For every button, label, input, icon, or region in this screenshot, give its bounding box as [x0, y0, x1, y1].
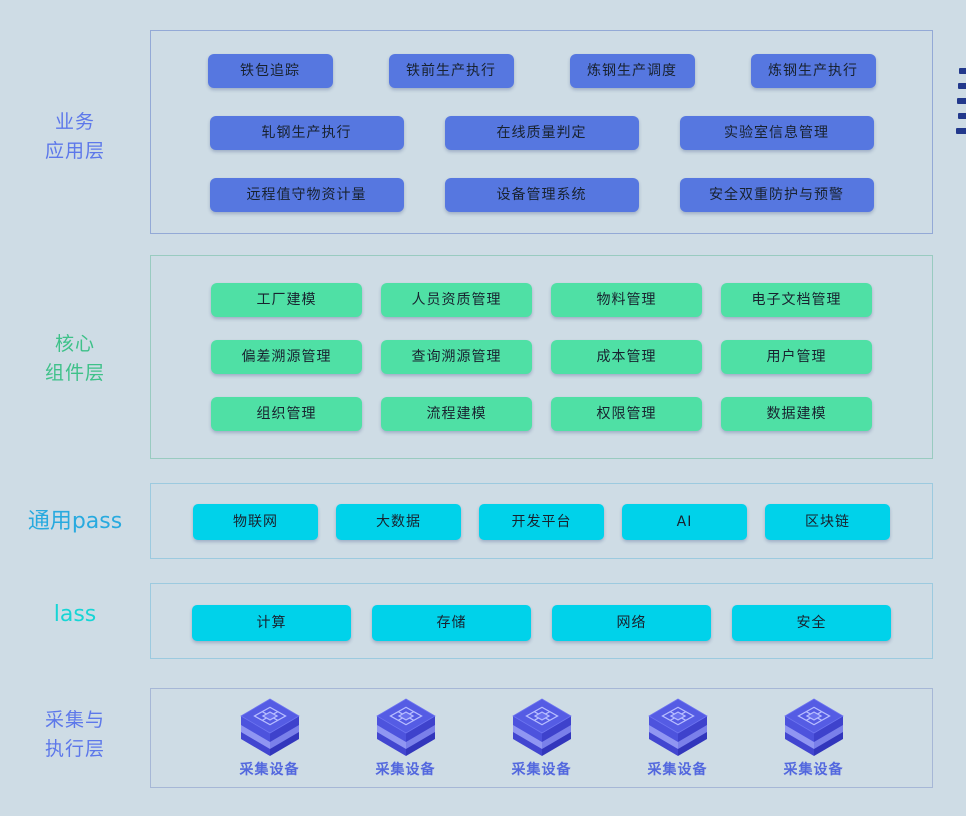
component-button[interactable]: 偏差溯源管理 — [211, 340, 362, 374]
app-button[interactable]: 轧钢生产执行 — [209, 116, 404, 150]
collect-device-cube-icon — [237, 697, 303, 757]
app-button[interactable]: 在线质量判定 — [444, 116, 639, 150]
component-button[interactable]: 查询溯源管理 — [381, 340, 532, 374]
edge-marker-icon — [956, 128, 966, 134]
collect-device-cube-icon — [781, 697, 847, 757]
layer-label-line: 组件层 — [44, 361, 105, 384]
button-row: 计算存储网络安全 — [151, 605, 932, 641]
component-button[interactable]: 组织管理 — [211, 397, 362, 431]
layer-label-line: 通用pass — [27, 509, 123, 534]
button-row: 轧钢生产执行 在线质量判定 实验室信息管理 — [151, 116, 932, 150]
device: 采集设备 — [237, 697, 303, 779]
edge-marker-icon — [958, 113, 966, 119]
app-button[interactable]: 安全双重防护与预警 — [679, 178, 874, 212]
layer-label-line: 采集与 — [44, 709, 105, 731]
iaas-button[interactable]: 计算 — [192, 605, 351, 641]
device-label: 采集设备 — [511, 762, 572, 778]
button-row: 工厂建模人员资质管理物料管理电子文档管理 — [151, 283, 932, 317]
button-row: 铁包追踪 铁前生产执行 炼钢生产调度 炼钢生产执行 — [151, 54, 932, 88]
app-button[interactable]: 远程值守物资计量 — [209, 178, 404, 212]
layer-label-devices: 采集与 执行层 — [0, 706, 150, 763]
paas-button[interactable]: AI — [622, 504, 747, 540]
collect-device-cube-icon — [373, 697, 439, 757]
layer-label-line: lass — [53, 602, 97, 627]
paas-button[interactable]: 区块链 — [765, 504, 890, 540]
component-button[interactable]: 权限管理 — [551, 397, 702, 431]
layer-label-line: 执行层 — [44, 737, 105, 760]
paas-button[interactable]: 大数据 — [336, 504, 461, 540]
panel-iaas: 计算存储网络安全 — [150, 583, 933, 659]
button-row: 偏差溯源管理查询溯源管理成本管理用户管理 — [151, 340, 932, 374]
device-label: 采集设备 — [783, 762, 844, 778]
component-button[interactable]: 用户管理 — [721, 340, 872, 374]
edge-marker-icon — [958, 83, 966, 89]
iaas-button[interactable]: 安全 — [732, 605, 891, 641]
panel-common-paas: 物联网大数据开发平台 AI 区块链 — [150, 483, 933, 559]
edge-marker-icon — [959, 68, 966, 74]
app-button[interactable]: 铁包追踪 — [207, 54, 333, 88]
panel-business-application: 铁包追踪 铁前生产执行 炼钢生产调度 炼钢生产执行 轧钢生产执行 在线质量判定 实验室信息… — [150, 30, 933, 234]
device: 采集设备 — [373, 697, 439, 779]
component-button[interactable]: 电子文档管理 — [721, 283, 872, 317]
button-row: 物联网大数据开发平台 AI 区块链 — [151, 504, 932, 540]
layer-label-paas: 通用pass — [0, 505, 150, 538]
collect-device-cube-icon — [645, 697, 711, 757]
iaas-button[interactable]: 存储 — [372, 605, 531, 641]
device: 采集设备 — [645, 697, 711, 779]
component-button[interactable]: 成本管理 — [551, 340, 702, 374]
layer-label-business: 业务 应用层 — [0, 108, 150, 165]
iaas-button[interactable]: 网络 — [552, 605, 711, 641]
device: 采集设备 — [781, 697, 847, 779]
button-row: 远程值守物资计量 设备管理系统 安全双重防护与预警 — [151, 178, 932, 212]
component-button[interactable]: 工厂建模 — [211, 283, 362, 317]
layer-label-core: 核心 组件层 — [0, 330, 150, 387]
layer-label-line: 业务 — [54, 111, 95, 133]
component-button[interactable]: 人员资质管理 — [381, 283, 532, 317]
device: 采集设备 — [509, 697, 575, 779]
app-button[interactable]: 实验室信息管理 — [679, 116, 874, 150]
button-row: 组织管理流程建模权限管理数据建模 — [151, 397, 932, 431]
app-button[interactable]: 设备管理系统 — [444, 178, 639, 212]
edge-marker-icon — [957, 98, 966, 104]
layer-label-iaas: lass — [0, 598, 150, 631]
devices-row: 采集设备 采集设备 采集设备 采集设备 采集设备 — [151, 697, 932, 779]
device-label: 采集设备 — [239, 762, 300, 778]
component-button[interactable]: 数据建模 — [721, 397, 872, 431]
app-button[interactable]: 炼钢生产执行 — [750, 54, 876, 88]
panel-collection-execution: 采集设备 采集设备 采集设备 采集设备 采集设备 — [150, 688, 933, 788]
component-button[interactable]: 流程建模 — [381, 397, 532, 431]
collect-device-cube-icon — [509, 697, 575, 757]
app-button[interactable]: 炼钢生产调度 — [569, 54, 695, 88]
paas-button[interactable]: 开发平台 — [479, 504, 604, 540]
device-label: 采集设备 — [647, 762, 708, 778]
device-label: 采集设备 — [375, 762, 436, 778]
layer-label-line: 应用层 — [44, 139, 105, 162]
panel-core-components: 工厂建模人员资质管理物料管理电子文档管理 偏差溯源管理查询溯源管理成本管理用户管… — [150, 255, 933, 459]
layer-label-line: 核心 — [54, 333, 95, 355]
app-button[interactable]: 铁前生产执行 — [388, 54, 514, 88]
component-button[interactable]: 物料管理 — [551, 283, 702, 317]
paas-button[interactable]: 物联网 — [193, 504, 318, 540]
